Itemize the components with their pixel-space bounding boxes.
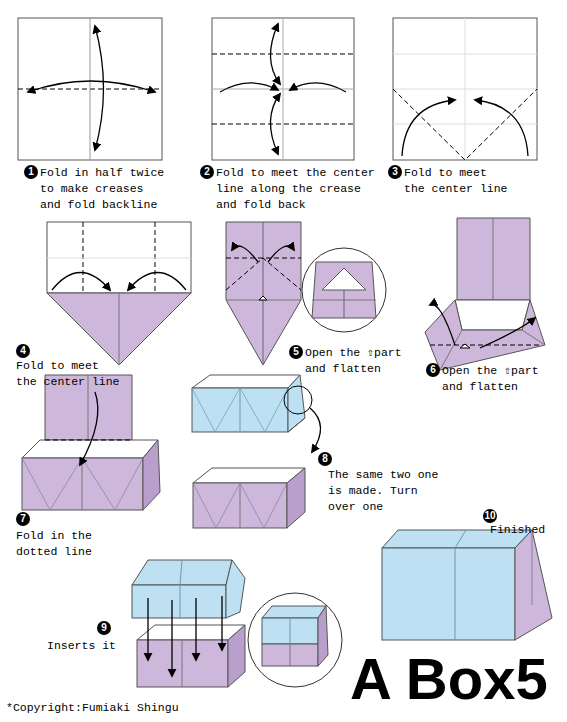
step-number: 5 (289, 345, 303, 359)
step-number: 10 (483, 509, 497, 523)
step-number: 8 (318, 452, 332, 466)
diagram-title: A Box5 (350, 650, 548, 708)
copyright-note: *Copyright:Fumiaki Shingu (6, 700, 179, 716)
step-number: 3 (388, 165, 402, 179)
step-number: 4 (16, 344, 30, 358)
step-instruction: Inserts it (47, 638, 116, 654)
step-instruction: Fold in the dotted line (16, 528, 123, 560)
step-number: 1 (24, 165, 38, 179)
step-instruction: Fold to meet the center line (16, 358, 123, 390)
step-instruction: Fold in half twice to make creases and f… (40, 165, 168, 213)
step-instruction: Fold to meet the center line (404, 165, 511, 197)
step-number: 6 (426, 363, 440, 377)
step-instruction: Open the ⇧part and flatten (442, 363, 542, 395)
step-instruction: Finished (490, 522, 545, 538)
step-number: 7 (16, 512, 30, 526)
step-instruction: The same two one is made. Turn over one (328, 467, 442, 515)
step-instruction: Open the ⇧part and flatten (305, 345, 405, 377)
step-number: 2 (200, 165, 214, 179)
step-instruction: Fold to meet the center line along the c… (216, 165, 378, 213)
step-number: 9 (97, 621, 111, 635)
